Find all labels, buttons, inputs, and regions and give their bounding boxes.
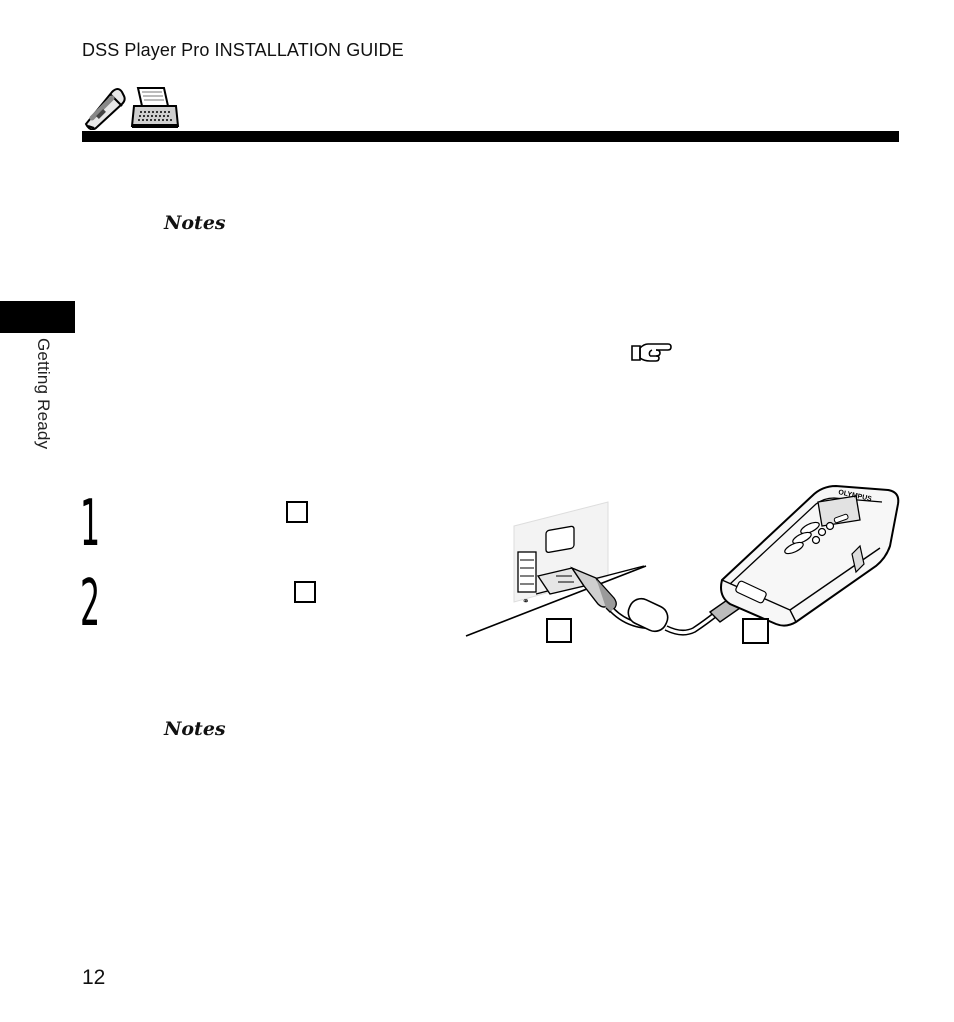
section-tab-label: Getting Ready (34, 338, 53, 450)
typewriter-icon (130, 87, 180, 128)
step-number-2: 2 (80, 567, 101, 641)
recorder-device: OLYMPUS (720, 484, 900, 627)
header-rule (82, 131, 899, 142)
header-icon-group (82, 84, 182, 131)
notes-heading: Notes (164, 718, 226, 740)
usb-symbol-icon: ⚭ (522, 597, 530, 607)
notes-heading: Notes (164, 212, 226, 234)
callout-box (294, 581, 316, 603)
ferrite-core (627, 597, 669, 633)
callout-box (546, 618, 572, 643)
step-number-1: 1 (80, 487, 101, 561)
pointing-hand-icon (630, 340, 672, 364)
section-tab-marker (0, 301, 75, 333)
usb-connection-illustration: ⚭ (460, 476, 910, 648)
usb-plug (536, 566, 617, 613)
callout-box (742, 618, 769, 644)
recorder-icon (84, 88, 126, 131)
callout-box (286, 501, 308, 523)
document-header-title: DSS Player Pro INSTALLATION GUIDE (82, 40, 404, 60)
page-number: 12 (82, 966, 106, 989)
